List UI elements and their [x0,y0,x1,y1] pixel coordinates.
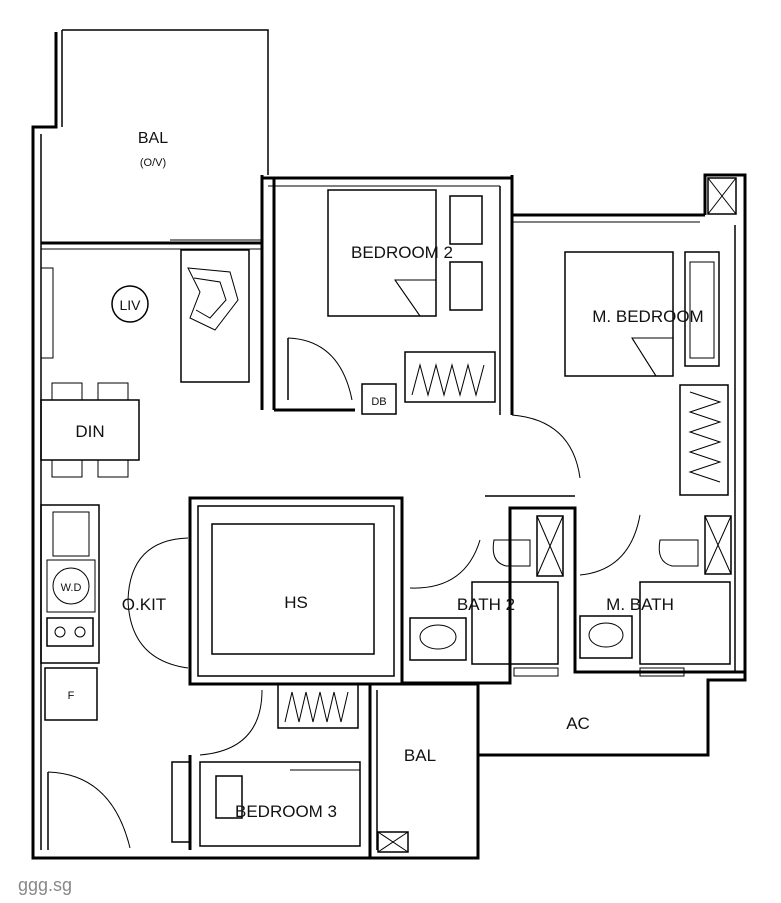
label-liv: LIV [119,297,141,313]
kitchen-area [40,504,189,721]
label-ac: AC [566,714,590,733]
outer-walls [31,29,747,860]
label-bath-2: BATH 2 [457,595,515,614]
label-db: DB [371,396,386,408]
bedroom-3-area [47,682,478,858]
master-bedroom-area [511,213,729,496]
bath-2-area [400,495,745,685]
label-hs: HS [284,593,308,612]
label-wd: W.D [61,582,82,594]
label-bedroom-3: BEDROOM 3 [235,802,337,821]
label-din: DIN [75,422,104,441]
household-shelter [188,496,404,686]
label-bal-bottom: BAL [404,746,436,765]
label-master-bedroom: M. BEDROOM [592,307,703,326]
label-bedroom-2: BEDROOM 2 [351,243,453,262]
liv-marker [111,285,149,323]
room-labels: BAL (O/V) LIV DIN BEDROOM 2 M. BEDROOM D… [61,130,704,821]
watermark: ggg.sg [18,875,72,895]
label-master-bath: M. BATH [606,595,674,614]
label-f: F [68,690,75,702]
bedroom-2-area [260,175,514,415]
label-bal-top: BAL [138,130,168,147]
living-area [40,239,262,478]
label-okit: O.KIT [122,595,166,614]
label-bal-top-note: (O/V) [140,157,166,169]
master-bath-area [513,514,732,677]
